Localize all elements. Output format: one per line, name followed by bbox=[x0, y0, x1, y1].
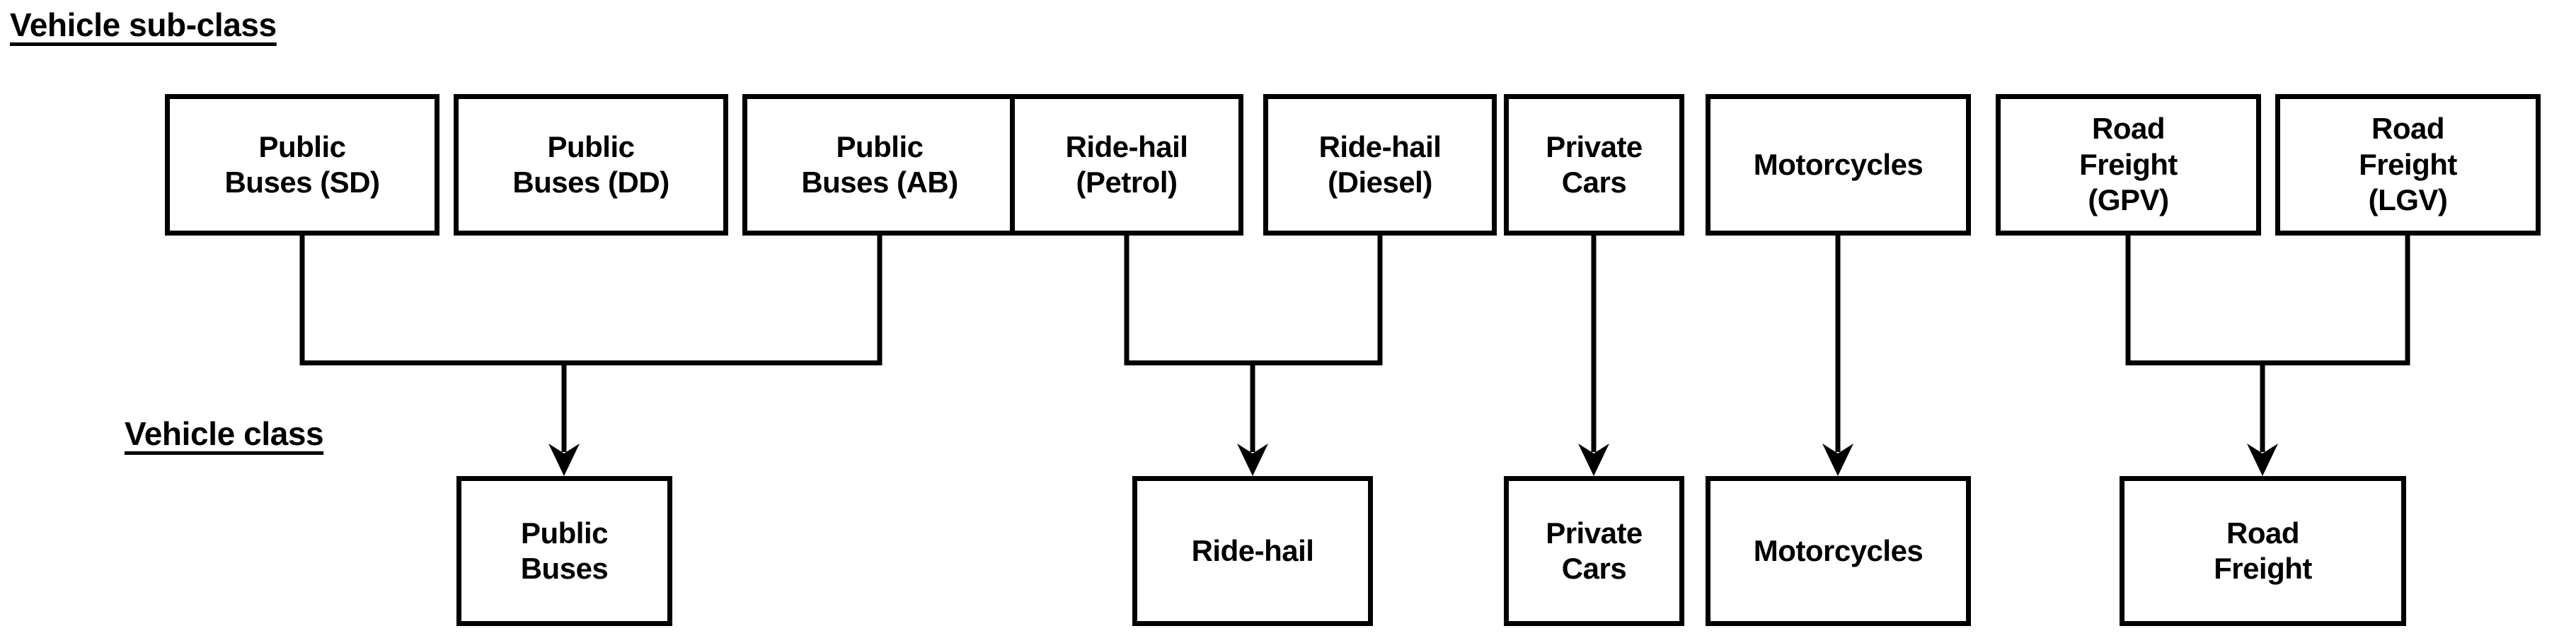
node-label-motorcycles-sub: Motorcycles bbox=[1753, 147, 1924, 181]
node-label-ride-hail: Ride-hail bbox=[1191, 533, 1314, 567]
connector-road-freight-arrowhead-icon bbox=[2247, 444, 2278, 476]
node-motorcycles[interactable]: Motorcycles bbox=[1706, 476, 1971, 626]
node-label-ride-hail-diesel: Ride-hail (Diesel) bbox=[1318, 129, 1442, 199]
node-label-motorcycles: Motorcycles bbox=[1753, 533, 1924, 567]
connector-public-buses-arrowhead-icon bbox=[548, 444, 580, 476]
node-road-freight-lgv[interactable]: Road Freight (LGV) bbox=[2275, 94, 2541, 236]
section-label-vehicle-subclass: Vehicle sub-class bbox=[10, 6, 277, 43]
node-private-cars-sub[interactable]: Private Cars bbox=[1504, 94, 1684, 236]
node-ride-hail-diesel[interactable]: Ride-hail (Diesel) bbox=[1263, 94, 1497, 236]
node-label-public-buses: Public Buses bbox=[520, 516, 609, 585]
connector-private-cars-arrowhead-icon bbox=[1578, 444, 1609, 476]
node-label-private-cars: Private Cars bbox=[1546, 516, 1643, 585]
node-ride-hail[interactable]: Ride-hail bbox=[1132, 476, 1373, 626]
connector-ride-hail-arrowhead-icon bbox=[1237, 444, 1268, 476]
node-public-buses-sd[interactable]: Public Buses (SD) bbox=[165, 94, 439, 236]
node-private-cars[interactable]: Private Cars bbox=[1504, 476, 1684, 626]
node-label-road-freight-lgv: Road Freight (LGV) bbox=[2359, 112, 2457, 217]
node-label-private-cars-sub: Private Cars bbox=[1546, 129, 1643, 199]
node-road-freight[interactable]: Road Freight bbox=[2120, 476, 2406, 626]
node-road-freight-gpv[interactable]: Road Freight (GPV) bbox=[1996, 94, 2261, 236]
node-label-public-buses-dd: Public Buses (DD) bbox=[512, 129, 669, 199]
node-motorcycles-sub[interactable]: Motorcycles bbox=[1706, 94, 1971, 236]
section-label-vehicle-class: Vehicle class bbox=[125, 415, 324, 452]
node-public-buses-dd[interactable]: Public Buses (DD) bbox=[454, 94, 728, 236]
node-ride-hail-petrol[interactable]: Ride-hail (Petrol) bbox=[1010, 94, 1243, 236]
node-label-road-freight-gpv: Road Freight (GPV) bbox=[2079, 112, 2178, 217]
node-public-buses-ab[interactable]: Public Buses (AB) bbox=[742, 94, 1017, 236]
node-label-public-buses-sd: Public Buses (SD) bbox=[224, 129, 380, 199]
node-public-buses[interactable]: Public Buses bbox=[456, 476, 672, 626]
node-label-ride-hail-petrol: Ride-hail (Petrol) bbox=[1065, 129, 1188, 199]
node-label-road-freight: Road Freight bbox=[2214, 516, 2312, 585]
connector-motorcycles-arrowhead-icon bbox=[1822, 444, 1853, 476]
node-label-public-buses-ab: Public Buses (AB) bbox=[801, 129, 958, 199]
